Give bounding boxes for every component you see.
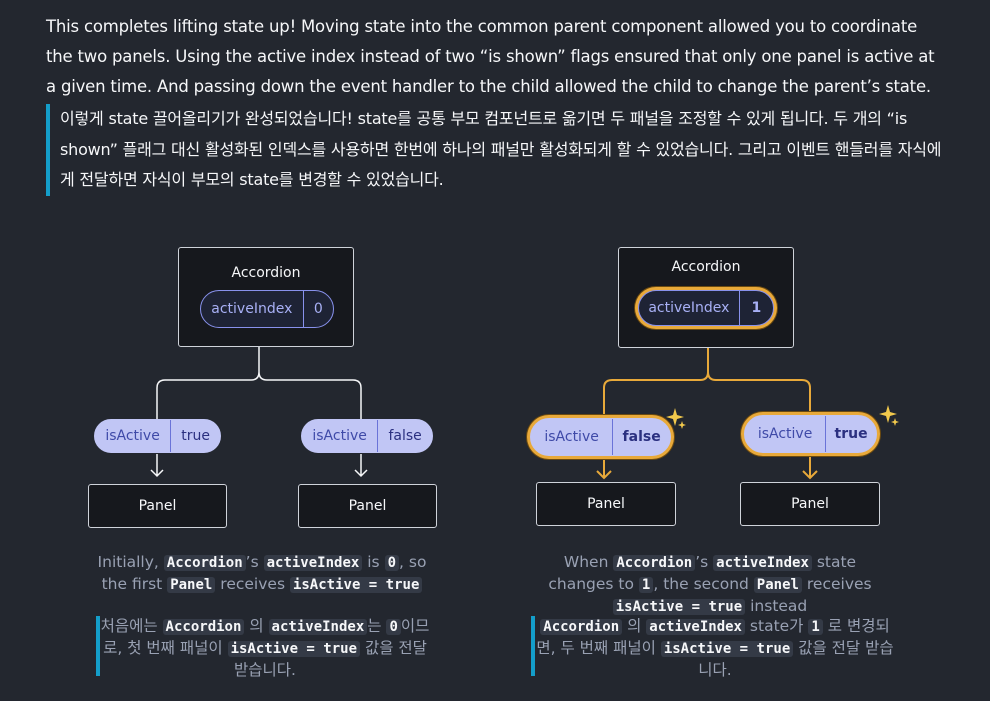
left-child1-key: isActive [105,428,160,444]
right-child1-key: isActive [544,429,599,445]
left-panel-1: Panel [88,484,227,528]
caption-code: Accordion [613,555,696,571]
sparkle-icon [879,405,899,426]
caption-text: 값을 전달 받습니다. [698,639,894,679]
arrow-down-icon [596,458,612,480]
caption-text: 의 [627,617,642,635]
left-panel-2-label: Panel [348,498,387,514]
arrow-down-icon [354,454,368,478]
left-child2-pill: isActive false [301,419,433,453]
caption-text: state changes to [548,553,857,593]
left-panel-1-label: Panel [138,498,177,514]
right-accordion-box: Accordion activeIndex 1 [618,247,794,348]
right-tree-connector [603,348,811,416]
caption-code: isActive = true [612,599,746,615]
intro: This completes lifting state up! Moving … [46,12,946,196]
right-child2-key: isActive [757,426,813,442]
caption-text: Initially, [97,553,159,571]
caption-text: receives [806,575,872,593]
intro-english: This completes lifting state up! Moving … [46,17,935,96]
caption-code: Accordion [540,619,623,635]
caption-text: ’s [695,553,709,571]
caption-code: activeIndex [268,619,368,635]
left-active-index-pill: activeIndex 0 [200,290,334,328]
caption-code: Accordion [162,619,245,635]
arrow-down-icon [150,454,164,478]
right-child1-pill: isActive false [530,418,671,456]
caption-text: 로 변경되면, 두 번째 패널이 [536,617,890,657]
caption-text: , so the first [101,553,427,593]
caption-code: activeIndex [713,555,812,571]
right-panel-2: Panel [740,482,880,526]
right-child2-value: true [825,416,876,452]
caption-code: 0 [384,555,400,571]
right-state-key: activeIndex [648,300,730,316]
caption-text: When [563,553,609,571]
left-child1-value: true [170,420,220,452]
left-child2-value: false [377,420,432,452]
caption-code: 0 [386,619,401,635]
caption-code: activeIndex [646,619,745,635]
left-accordion-label: Accordion [231,265,301,281]
right-child1-value: false [612,419,670,455]
caption-text: 의 [249,617,264,635]
sparkle-icon [666,408,686,429]
left-child2-key: isActive [312,428,367,444]
right-panel-2-label: Panel [791,496,829,512]
caption-code: isActive = true [660,641,794,657]
caption-text: receives [220,575,286,593]
caption-text: instead [750,597,808,615]
right-panel-1: Panel [536,482,676,526]
right-child2-pill: isActive true [744,415,877,453]
caption-code: Panel [753,577,802,593]
left-state-value: 0 [302,291,333,327]
right-caption-ko: Accordion 의 activeIndex state가 1 로 변경되면,… [531,616,895,679]
caption-text: state가 [749,617,804,635]
caption-code: isActive = true [227,641,360,657]
caption-text: is [367,553,380,571]
intro-korean-quote: 이렇게 state 끌어올리기가 완성되었습니다! state를 공통 부모 컴… [46,104,946,196]
caption-text: 이므로, 첫 번째 패널이 [103,617,430,657]
arrow-down-icon [802,456,818,480]
left-state-key: activeIndex [211,301,293,317]
right-caption-en: When Accordion’s activeIndex state chang… [532,552,888,618]
caption-text: 는 [367,617,382,635]
caption-code: isActive = true [289,577,423,593]
caption-code: Panel [167,577,216,593]
caption-code: 1 [638,577,654,593]
intro-korean: 이렇게 state 끌어올리기가 완성되었습니다! state를 공통 부모 컴… [60,109,942,189]
caption-text: , the second [653,575,749,593]
left-panel-2: Panel [298,484,437,528]
left-accordion-box: Accordion activeIndex 0 [178,247,354,347]
caption-text: 값을 전달 받습니다. [234,639,427,679]
caption-code: activeIndex [263,555,363,571]
left-child1-pill: isActive true [94,419,221,453]
right-accordion-label: Accordion [671,259,741,275]
caption-text: ’s [245,553,259,571]
right-state-value: 1 [738,291,773,325]
caption-text: 처음에는 [100,617,158,635]
right-active-index-pill: activeIndex 1 [638,290,774,326]
right-panel-1-label: Panel [587,496,625,512]
caption-code: 1 [808,619,823,635]
left-tree-connector [156,346,362,420]
left-caption-en: Initially, Accordion’s activeIndex is 0,… [92,552,432,596]
caption-code: Accordion [163,555,246,571]
